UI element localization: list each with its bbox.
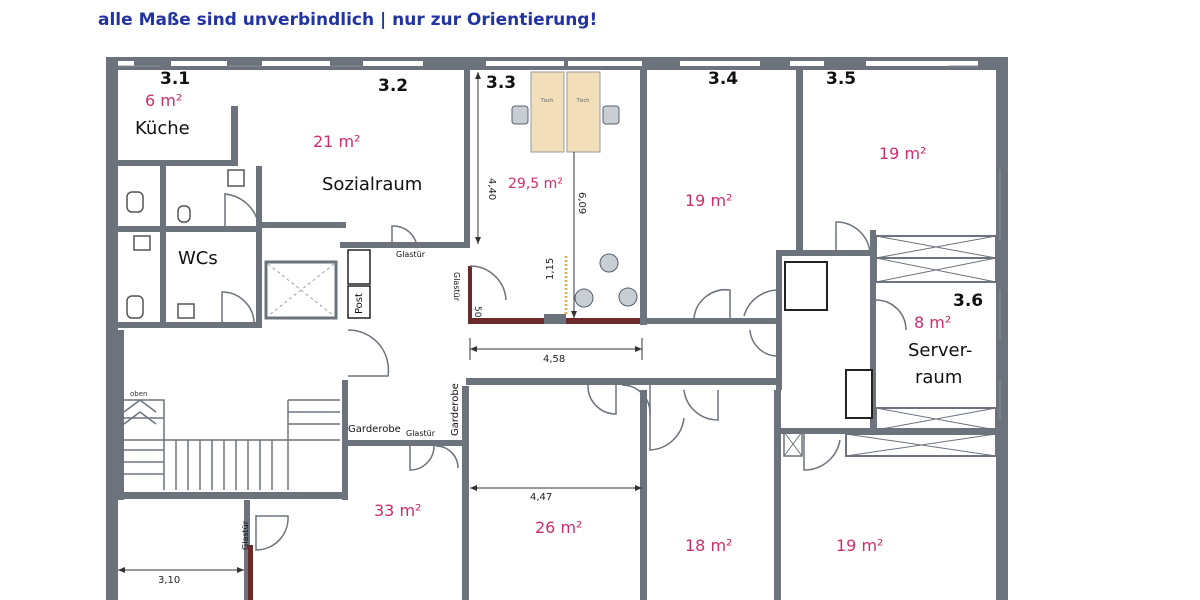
desk-label-2: Tisch <box>576 98 590 104</box>
staircase <box>118 399 340 490</box>
dimension-arrows <box>118 72 642 573</box>
area-3-6: 8 m² <box>914 313 951 332</box>
ventilation-box <box>783 431 803 457</box>
window-lines <box>118 65 1001 420</box>
glastuer-label-2: Glastür <box>452 272 461 302</box>
windows <box>118 61 978 66</box>
area-19-lower: 19 m² <box>836 536 883 555</box>
room-name-serverraum-1: Server- <box>908 340 972 361</box>
room-name-wcs: WCs <box>178 248 218 269</box>
room-name-serverraum-2: raum <box>915 367 962 388</box>
area-3-2: 21 m² <box>313 132 360 151</box>
glastuer-label-1: Glastür <box>396 250 426 259</box>
outer-walls <box>106 57 1008 600</box>
garderobe-label-1: Garderobe <box>348 424 401 435</box>
room-number-3-2: 3.2 <box>378 76 408 96</box>
room-number-3-6: 3.6 <box>953 291 983 311</box>
dim-4-40: 4,40 <box>486 178 497 200</box>
stairs-oben-label: oben <box>130 390 147 398</box>
area-3-1: 6 m² <box>145 91 182 110</box>
area-3-3: 29,5 m² <box>508 176 563 192</box>
area-3-5: 19 m² <box>879 144 926 163</box>
glastuer-label-4: Glastür <box>241 520 250 550</box>
area-3-4: 19 m² <box>685 191 732 210</box>
wc-fixtures <box>126 169 245 319</box>
room-name-sozialraum: Sozialraum <box>322 174 422 195</box>
room-number-3-1: 3.1 <box>160 69 190 89</box>
server-racks <box>845 235 997 457</box>
dim-1-15: 1,15 <box>545 258 556 280</box>
room-number-3-3: 3.3 <box>486 73 516 93</box>
area-18: 18 m² <box>685 536 732 555</box>
dim-3-10: 3,10 <box>158 575 180 586</box>
room-number-3-4: 3.4 <box>708 69 738 89</box>
desk-label-1: Tisch <box>540 98 554 104</box>
area-33: 33 m² <box>374 501 421 520</box>
dim-6-09: 6,09 <box>576 192 587 214</box>
dim-4-47: 4,47 <box>530 492 552 503</box>
area-26: 26 m² <box>535 518 582 537</box>
chairs <box>511 105 638 308</box>
cabinets <box>784 261 873 419</box>
shelves <box>347 249 371 319</box>
dimension-lines <box>118 72 643 571</box>
dim-4-58: 4,58 <box>543 354 565 365</box>
desks: Tisch Tisch <box>530 71 601 153</box>
page-note: alle Maße sind unverbindlich | nur zur O… <box>98 10 598 30</box>
office-partition <box>248 266 640 600</box>
shaft <box>264 260 338 320</box>
doors <box>221 193 907 551</box>
glastuer-label-3: Glastür <box>406 429 436 438</box>
dim-50: 50 <box>472 306 482 318</box>
room-name-kueche: Küche <box>135 118 190 139</box>
post-label: Post <box>354 293 365 314</box>
garderobe-label-2: Garderobe <box>450 383 461 436</box>
room-number-3-5: 3.5 <box>826 69 856 89</box>
